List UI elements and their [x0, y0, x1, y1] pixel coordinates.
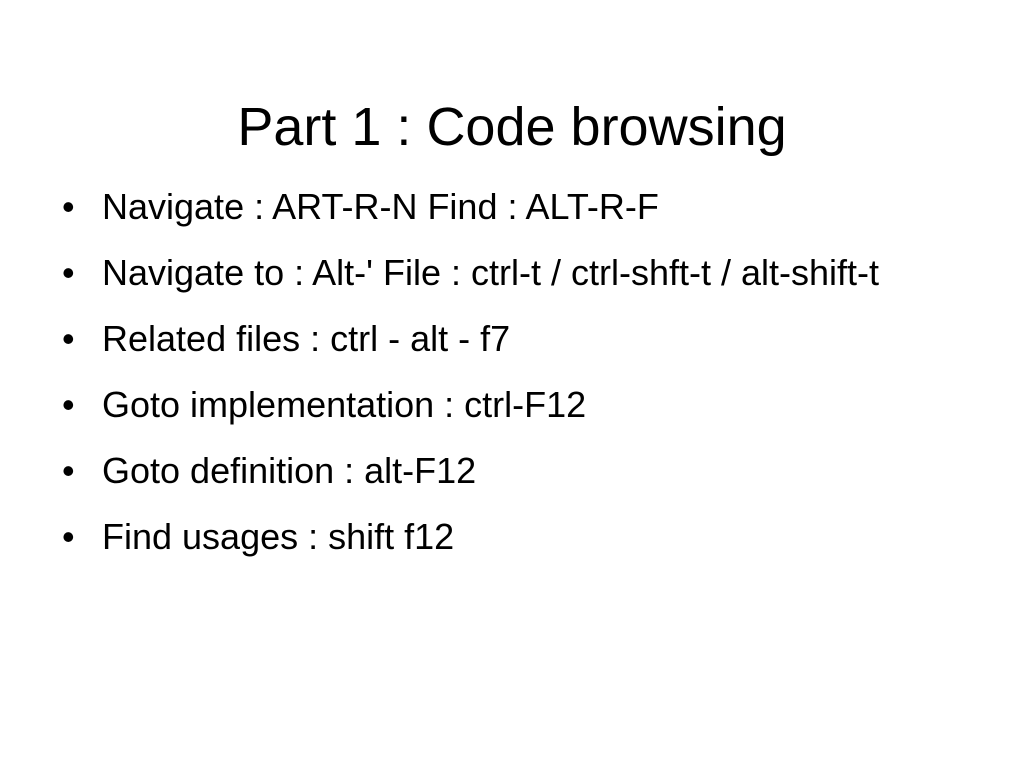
list-item-text: Find usages : shift f12 — [102, 516, 455, 557]
bullet-point-icon: • — [62, 384, 75, 425]
list-item-text: Goto definition : alt-F12 — [102, 450, 477, 491]
bullet-point-icon: • — [62, 252, 75, 293]
list-item: • Goto definition : alt-F12 — [56, 446, 976, 496]
list-item: • Goto implementation : ctrl-F12 — [56, 380, 976, 430]
list-item: • Related files : ctrl - alt - f7 — [56, 314, 976, 364]
page-title: Part 1 : Code browsing — [237, 97, 787, 158]
list-item-text: Navigate : ART-R-N Find : ALT-R-F — [102, 186, 659, 227]
bullet-point-icon: • — [62, 318, 75, 359]
list-item: • Navigate : ART-R-N Find : ALT-R-F — [56, 182, 976, 232]
list-item-text: Related files : ctrl - alt - f7 — [102, 318, 511, 359]
list-item-text: Goto implementation : ctrl-F12 — [102, 384, 587, 425]
bullet-point-icon: • — [62, 186, 75, 227]
list-item-text: Navigate to : Alt-' File : ctrl-t / ctrl… — [102, 252, 880, 293]
bullet-point-icon: • — [62, 450, 75, 491]
list-item: • Find usages : shift f12 — [56, 512, 976, 562]
bullet-list: • Navigate : ART-R-N Find : ALT-R-F • Na… — [56, 182, 976, 562]
list-item: • Navigate to : Alt-' File : ctrl-t / ct… — [56, 248, 976, 298]
bullet-point-icon: • — [62, 516, 75, 557]
